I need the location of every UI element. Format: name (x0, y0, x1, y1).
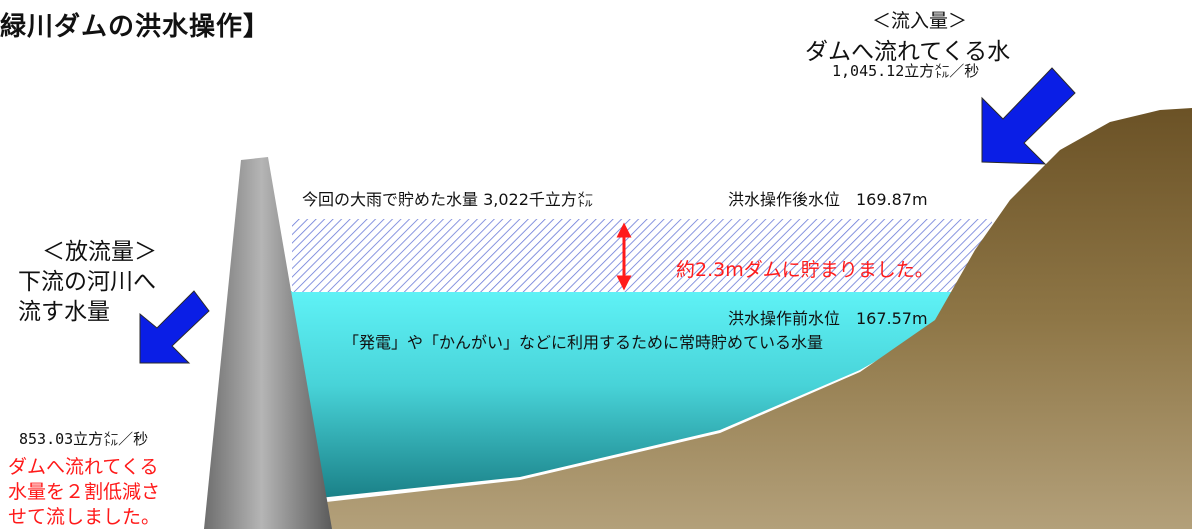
outflow-heading: ＜放流量＞ (42, 239, 157, 265)
normal-storage-label: 「発電」や「かんがい」などに利用するために常時貯めている水量 (343, 333, 824, 352)
level-before-label: 洪水操作前水位 167.57m (728, 309, 928, 328)
inflow-description: ダムへ流れてくる水 (805, 39, 1011, 65)
dam-body (204, 157, 332, 529)
inflow-value: 1,045.12立方㍍／秒 (832, 62, 980, 80)
outflow-arrow (139, 290, 210, 364)
flood-storage-band (292, 219, 992, 292)
outflow-value: 853.03立方㍍／秒 (19, 430, 149, 448)
outflow-note-line1: ダムへ流れてくる (8, 456, 159, 478)
water-rise-label: 約2.3mダムに貯まりました。 (676, 259, 934, 281)
inflow-arrow (981, 67, 1076, 165)
level-after-label: 洪水操作後水位 169.87m (728, 190, 928, 209)
stored-volume-label: 今回の大雨で貯めた水量 3,022千立方㍍ (302, 190, 593, 209)
page-title: 緑川ダムの洪水操作】 (0, 12, 271, 42)
outflow-note-line3: せて流しました。 (8, 506, 161, 528)
mountain (300, 108, 1192, 529)
outflow-description-line1: 下流の河川へ (18, 269, 156, 295)
outflow-description-line2: 流す水量 (18, 299, 110, 325)
normal-storage-water (290, 291, 1000, 500)
outflow-note-line2: 水量を２割低減さ (8, 481, 161, 503)
inflow-heading: ＜流入量＞ (872, 10, 968, 32)
